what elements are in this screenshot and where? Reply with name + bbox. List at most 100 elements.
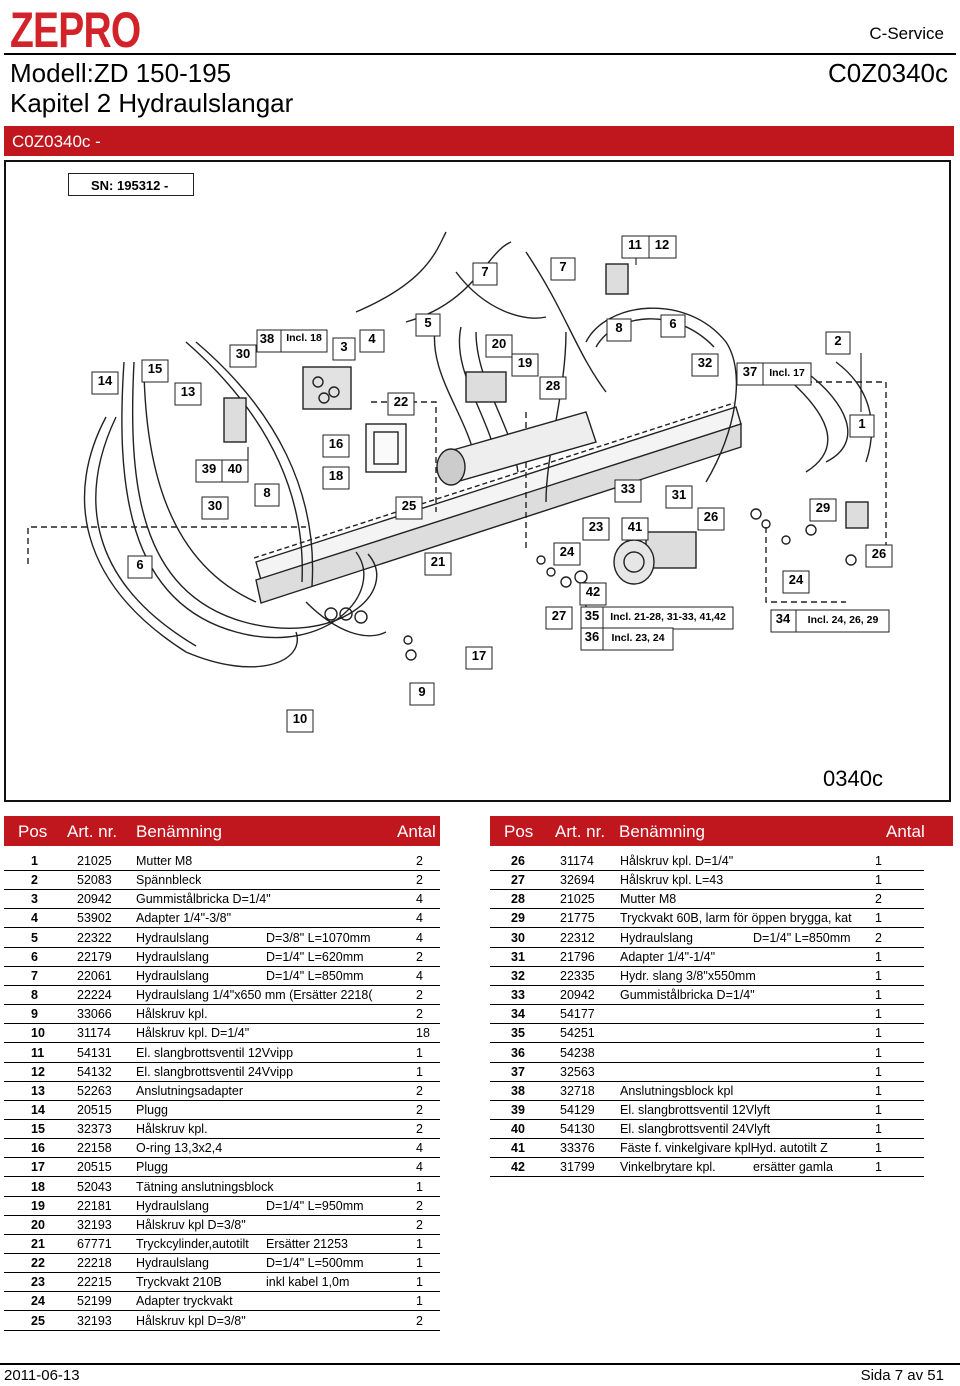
row-quantity: 2: [416, 1083, 423, 1098]
row-spec: D=1/4" L=850mm: [266, 968, 364, 983]
row-description: Hålskruv kpl.: [136, 1122, 208, 1137]
row-description: Gummistålbricka D=1/4": [136, 892, 271, 907]
row-art-number: 22158: [77, 1141, 112, 1156]
callout-32: [691, 353, 719, 377]
callout-label: 36: [585, 629, 599, 644]
row-art-number: 20942: [560, 988, 595, 1003]
row-art-number: 54131: [77, 1045, 112, 1060]
callout-label: 33: [621, 481, 635, 496]
row-description: Adapter 1/4"-1/4": [620, 949, 716, 964]
callout-label: 22: [394, 394, 408, 409]
row-pos: 17: [31, 1160, 45, 1175]
row-spec: inkl kabel 1,0m: [266, 1275, 350, 1290]
callout-23: [582, 517, 610, 541]
callout-label: 2: [834, 333, 841, 348]
callout-29: [809, 498, 837, 522]
row-pos: 28: [511, 892, 525, 907]
callout-label: 26: [704, 509, 718, 524]
row-art-number: 32694: [560, 873, 595, 888]
row-description: Hydraulslang: [136, 1256, 209, 1271]
row-quantity: 2: [416, 854, 423, 868]
row-description: Hålskruv kpl. D=1/4": [136, 1026, 250, 1041]
section-title: C0Z0340c -: [12, 132, 101, 151]
row-pos: 35: [511, 1026, 525, 1041]
callout-25: [395, 496, 423, 520]
row-art-number: 53902: [77, 911, 112, 926]
row-description: Gummistålbricka D=1/4": [620, 988, 755, 1003]
callout-label: 26: [872, 546, 886, 561]
callout-20: [485, 334, 513, 358]
callout-30-top: [229, 344, 257, 368]
row-description: Spännbleck: [136, 873, 202, 888]
callout-label: 6: [669, 316, 676, 331]
row-art-number: 22181: [77, 1198, 112, 1213]
callout-label: 8: [615, 320, 622, 335]
row-art-number: 31174: [560, 854, 594, 868]
row-quantity: 1: [875, 1160, 882, 1175]
row-description: Anslutningsadapter: [136, 1083, 244, 1098]
callout-16: [322, 434, 350, 458]
service-label: C-Service: [869, 24, 944, 43]
row-spec: D=1/4" L=620mm: [266, 949, 364, 964]
header-qty: Antal: [397, 822, 436, 841]
row-quantity: 1: [875, 1007, 882, 1022]
callout-26-right: [865, 544, 893, 568]
row-spec: ersätter gamla: [753, 1160, 833, 1175]
row-pos: 29: [511, 911, 525, 926]
row-quantity: 1: [875, 1141, 882, 1156]
callout-label: 24: [560, 544, 575, 559]
callout-7a: [472, 262, 498, 286]
callout-6-left: [127, 555, 153, 579]
callout-label: 20: [492, 336, 506, 351]
callout-label: 28: [546, 378, 560, 393]
callout-21: [424, 552, 452, 576]
callout-24-left: [553, 542, 581, 566]
row-pos: 32: [511, 968, 525, 983]
row-description: Plugg: [136, 1160, 168, 1175]
row-art-number: 32718: [560, 1083, 595, 1098]
row-description: El. slangbrottsventil 12Vvipp: [136, 1045, 294, 1060]
row-pos: 22: [31, 1256, 45, 1271]
callout-1: [849, 414, 875, 438]
row-art-number: 31174: [77, 1026, 111, 1041]
callout-26-mid: [697, 507, 725, 531]
row-pos: 25: [31, 1313, 45, 1328]
header-qty: Antal: [886, 822, 925, 841]
row-pos: 37: [511, 1064, 525, 1079]
row-pos: 33: [511, 988, 525, 1003]
row-pos: 21: [31, 1237, 45, 1251]
row-quantity: 2: [416, 1198, 423, 1213]
callout-2: [825, 331, 851, 355]
callout-label: 7: [481, 264, 488, 279]
row-art-number: 52043: [77, 1179, 112, 1194]
row-spec: D=3/8" L=1070mm: [266, 930, 371, 945]
model-title: Modell:ZD 150-195: [10, 58, 232, 88]
row-quantity: 1: [875, 1045, 882, 1060]
row-pos: 13: [31, 1083, 45, 1098]
callout-label: 40: [228, 461, 242, 476]
row-pos: 9: [31, 1007, 38, 1022]
row-art-number: 32373: [77, 1122, 112, 1137]
row-quantity: 1: [875, 988, 882, 1003]
callout-label: 21: [431, 554, 445, 569]
callout-39-40: [195, 459, 249, 483]
callout-22: [387, 392, 415, 416]
callout-label: Incl. 24, 26, 29: [808, 614, 879, 626]
